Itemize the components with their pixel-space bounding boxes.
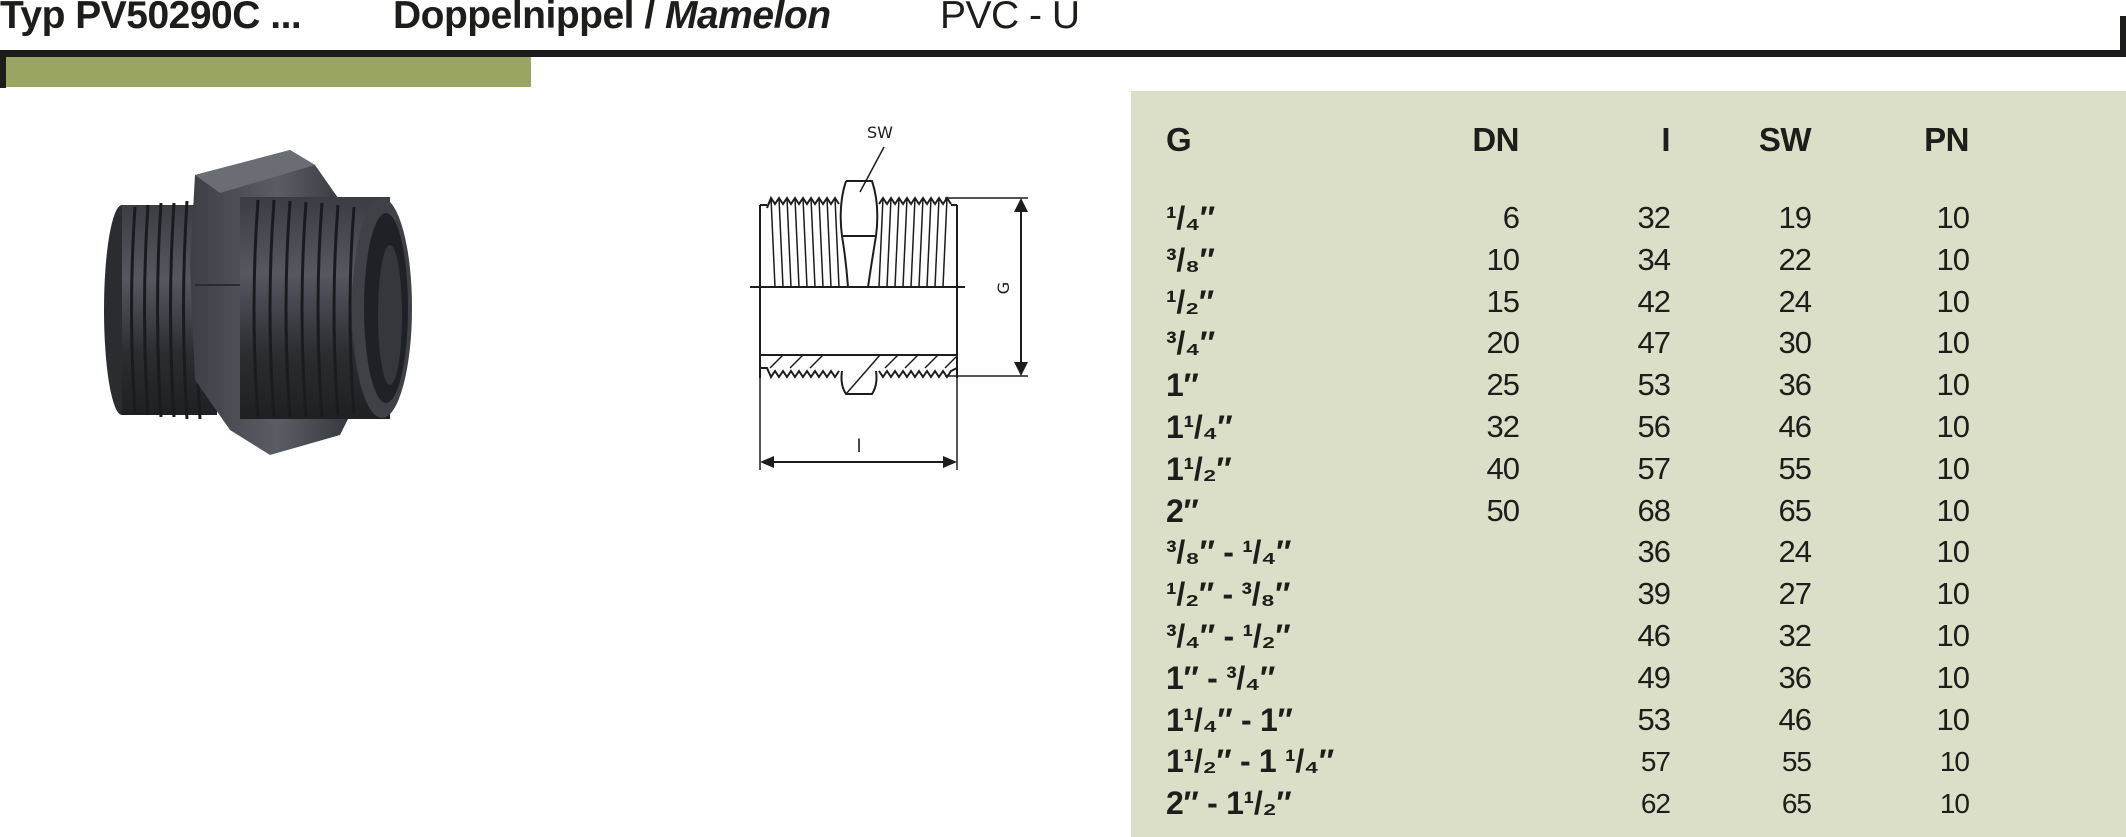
column-header-g: G	[1166, 121, 1192, 158]
cell-l: 47	[1637, 325, 1671, 361]
dimensions-table	[1131, 91, 2126, 837]
cell-g: ³/₄″ - ¹/₂″	[1166, 618, 1291, 654]
column-header-sw: SW	[1758, 121, 1812, 158]
cell-pn: 10	[1936, 576, 1970, 612]
header-rule-left-tick	[0, 50, 6, 88]
cell-sw: 27	[1778, 576, 1812, 612]
cell-pn: 10	[1936, 534, 1970, 570]
cell-l: 68	[1637, 492, 1671, 528]
cell-l: 36	[1637, 534, 1671, 570]
cell-g: ¹/₄″	[1166, 200, 1215, 236]
cell-pn: 10	[1936, 325, 1970, 361]
cell-l: 53	[1637, 701, 1671, 737]
cell-l: 49	[1637, 659, 1671, 695]
cell-dn: 50	[1486, 492, 1520, 528]
cell-l: 42	[1637, 283, 1671, 319]
cell-dn: 10	[1486, 241, 1520, 277]
cell-sw: 36	[1778, 367, 1812, 403]
cell-sw: 19	[1778, 200, 1812, 235]
header-rule-right-tick	[2120, 16, 2126, 57]
product-material: PVC - U	[940, 0, 1080, 37]
sw-label: SW	[867, 123, 893, 142]
cell-pn: 10	[1936, 200, 1970, 235]
cell-g: ¹/₂″ - ³/₈″	[1166, 576, 1291, 613]
g-label: G	[994, 282, 1013, 294]
cell-dn: 40	[1486, 450, 1520, 486]
cell-dn: 6	[1502, 200, 1520, 235]
l-label: l	[856, 436, 861, 457]
cell-l: 57	[1637, 450, 1671, 486]
cell-l: 46	[1637, 618, 1671, 653]
cell-pn: 10	[1936, 659, 1970, 695]
dimension-arrows-icon	[760, 198, 1028, 468]
cell-dn: 32	[1486, 409, 1520, 444]
column-header-pn: PN	[1924, 121, 1969, 158]
cell-l: 32	[1637, 200, 1671, 235]
cell-sw: 55	[1781, 746, 1812, 778]
cell-g: ³/₈″	[1166, 241, 1215, 278]
right-thread-icon	[240, 197, 412, 419]
cell-g: 2″ - 1¹/₂″	[1166, 785, 1292, 822]
cell-sw: 32	[1778, 618, 1812, 653]
cell-pn: 10	[1936, 618, 1970, 653]
cell-pn: 10	[1936, 367, 1970, 403]
column-header-l: I	[1661, 121, 1670, 158]
product-name-de: Doppelnippel /	[393, 0, 665, 37]
cell-l: 57	[1640, 746, 1671, 778]
cell-l: 39	[1637, 576, 1671, 612]
cell-sw: 65	[1778, 492, 1812, 528]
cell-pn: 10	[1936, 492, 1970, 528]
cell-pn: 10	[1936, 409, 1970, 444]
cell-dn: 25	[1486, 367, 1520, 403]
cell-l: 56	[1637, 409, 1671, 444]
cell-g: 1″ - ³/₄″	[1166, 659, 1275, 696]
cell-g: ³/₄″	[1166, 325, 1215, 362]
accent-bar	[6, 57, 531, 87]
cell-sw: 22	[1778, 241, 1812, 277]
technical-drawing: SW G l	[750, 123, 1028, 470]
product-photo	[104, 150, 412, 455]
column-header-dn: DN	[1472, 121, 1519, 158]
cell-pn: 10	[1939, 746, 1970, 778]
cell-g: 1¹/₂″ - 1 ¹/₄″	[1166, 743, 1334, 780]
cell-g: 1¹/₄″	[1166, 409, 1233, 445]
cell-pn: 10	[1936, 241, 1970, 277]
cell-pn: 10	[1936, 701, 1970, 737]
product-type-code: Typ PV50290C ...	[0, 0, 302, 37]
cell-g: 1¹/₂″	[1166, 450, 1232, 487]
cell-sw: 55	[1778, 450, 1812, 486]
cell-dn: 20	[1486, 325, 1520, 361]
cell-sw: 36	[1778, 659, 1812, 695]
cell-pn: 10	[1936, 283, 1970, 319]
cell-pn: 10	[1939, 788, 1970, 820]
cell-dn: 15	[1486, 283, 1520, 319]
header-rule	[0, 50, 2126, 57]
cell-g: ¹/₂″	[1166, 283, 1214, 320]
product-name: Doppelnippel / Mamelon	[393, 0, 831, 38]
cell-g: 1″	[1166, 367, 1199, 404]
product-name-fr: Mamelon	[665, 0, 831, 37]
cell-g: ³/₈″ - ¹/₄″	[1166, 534, 1292, 571]
cell-sw: 46	[1778, 701, 1812, 737]
cell-g: 2″	[1166, 492, 1199, 529]
cell-g: 1¹/₄″ - 1″	[1166, 701, 1293, 738]
hex-outline	[839, 180, 879, 288]
cell-l: 62	[1640, 788, 1671, 820]
cell-sw: 24	[1778, 534, 1812, 570]
cell-sw: 24	[1778, 283, 1812, 319]
cell-l: 34	[1637, 241, 1671, 277]
cell-pn: 10	[1936, 450, 1970, 486]
cell-sw: 46	[1778, 409, 1812, 444]
cell-l: 53	[1637, 367, 1671, 403]
cell-sw: 65	[1781, 788, 1812, 820]
cell-sw: 30	[1778, 325, 1812, 361]
